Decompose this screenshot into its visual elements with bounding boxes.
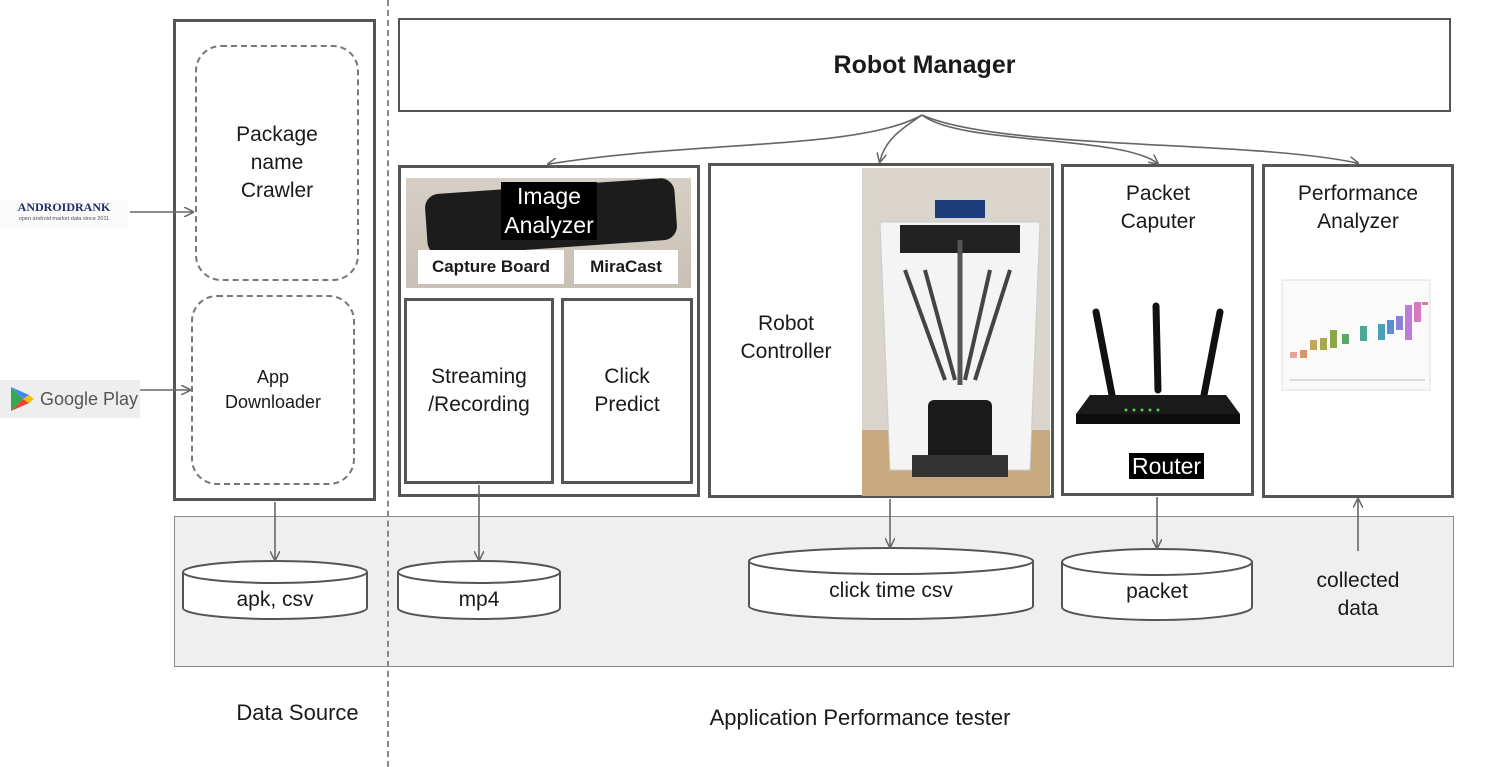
androidrank-logo: ANDROIDRANK open android market data sin… — [0, 200, 128, 228]
packet-capturer-label: Packet Caputer — [1120, 182, 1196, 233]
click-predict: Click Predict — [561, 298, 693, 484]
click-time-csv-label: click time csv — [829, 579, 953, 602]
performance-analyzer-label: Performance Analyzer — [1297, 182, 1419, 233]
apk-csv-label: apk, csv — [236, 588, 314, 611]
manager-to-image-analyzer-arrow — [549, 114, 923, 164]
crawler-label: Package name Crawler — [236, 123, 318, 202]
miracast-tag: MiraCast — [574, 250, 678, 284]
tester-section-label: Application Performance tester — [709, 705, 1011, 730]
section-divider — [387, 0, 389, 767]
image-analyzer-label: Image Analyzer — [501, 182, 597, 240]
app-downloader: App Downloader — [191, 295, 355, 485]
androidrank-tagline: open android market data since 2011 — [18, 216, 110, 222]
manager-to-performance-analyzer-arrow — [921, 114, 1357, 163]
capture-board-label: Capture Board — [431, 257, 551, 276]
streaming-label: Streaming /Recording — [428, 365, 530, 416]
robot-manager-label: Robot Manager — [833, 50, 1016, 79]
package-name-crawler: Package name Crawler — [195, 45, 359, 281]
click-predict-label: Click Predict — [594, 365, 660, 416]
packet-label: packet — [1126, 580, 1188, 603]
googleplay-wordmark: Google Play — [40, 388, 139, 409]
data-source-section-label: Data Source — [236, 700, 359, 725]
image-analyzer-title: Image Analyzer — [490, 182, 608, 240]
downloader-label: App Downloader — [224, 367, 322, 412]
streaming-recording: Streaming /Recording — [404, 298, 554, 484]
robot-manager: Robot Manager — [398, 18, 1451, 112]
androidrank-wordmark: ANDROIDRANK — [17, 200, 111, 214]
miracast-label: MiraCast — [590, 257, 662, 276]
googleplay-logo: Google Play — [0, 380, 140, 418]
manager-to-robot-controller-arrow — [880, 114, 923, 161]
router-label: Router — [1129, 453, 1205, 479]
router-tag: Router — [1129, 452, 1205, 480]
robot-controller-label: Robot Controller — [740, 312, 832, 363]
capture-board-tag: Capture Board — [418, 250, 564, 284]
collected-data-label: collected data — [1316, 569, 1400, 620]
manager-to-packet-capturer-arrow — [921, 114, 1157, 163]
googleplay-triangle-icon — [11, 387, 34, 411]
mp4-label: mp4 — [458, 588, 500, 611]
